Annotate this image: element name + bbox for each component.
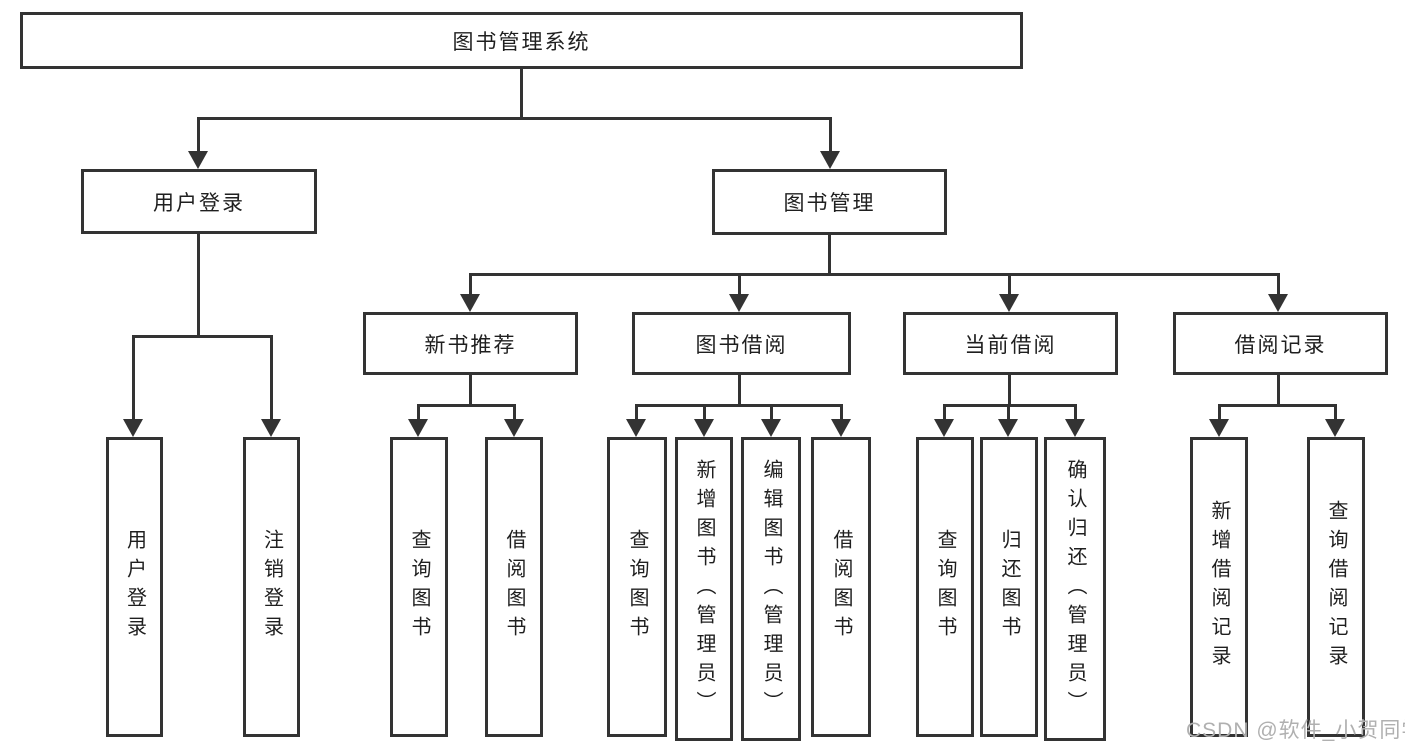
arrowhead-icon	[998, 419, 1018, 437]
leaf-borrow-books-label: 借阅图书	[830, 529, 852, 645]
leaf-return-books: 归还图书	[980, 437, 1038, 737]
connector-line	[1007, 404, 1010, 422]
leaf-user-login: 用户登录	[106, 437, 163, 737]
leaf-query-books-borrow: 查询图书	[607, 437, 667, 737]
arrowhead-icon	[820, 151, 840, 169]
connector-line	[635, 404, 638, 422]
leaf-borrow-books: 借阅图书	[811, 437, 871, 737]
connector-line	[197, 117, 832, 120]
connector-line	[1277, 375, 1280, 407]
connector-line	[1074, 404, 1077, 422]
leaf-borrow-books-recommend: 借阅图书	[485, 437, 543, 737]
connector-line	[943, 404, 1077, 407]
connector-line	[703, 404, 706, 422]
connector-line	[943, 404, 946, 422]
connector-line	[469, 273, 1280, 276]
connector-line	[1334, 404, 1337, 422]
node-book-borrow: 图书借阅	[632, 312, 851, 375]
arrowhead-icon	[729, 294, 749, 312]
arrowhead-icon	[626, 419, 646, 437]
connector-line	[828, 235, 831, 275]
connector-line	[738, 375, 741, 407]
node-borrow-records: 借阅记录	[1173, 312, 1388, 375]
arrowhead-icon	[694, 419, 714, 437]
leaf-return-books-label: 归还图书	[998, 529, 1020, 645]
connector-line	[417, 404, 420, 422]
arrowhead-icon	[1268, 294, 1288, 312]
leaf-edit-books-admin: 编辑图书（管理员）	[741, 437, 801, 741]
node-current-borrow-label: 当前借阅	[964, 333, 1057, 357]
leaf-logout: 注销登录	[243, 437, 300, 737]
node-root: 图书管理系统	[20, 12, 1023, 69]
connector-line	[1008, 273, 1011, 297]
connector-line	[829, 117, 832, 155]
connector-line	[132, 335, 135, 421]
arrowhead-icon	[460, 294, 480, 312]
leaf-add-books-admin-label: 新增图书（管理员）	[693, 458, 715, 720]
leaf-logout-label: 注销登录	[260, 529, 283, 645]
leaf-confirm-return-admin-label: 确认归还（管理员）	[1064, 458, 1086, 720]
leaf-add-borrow-record: 新增借阅记录	[1190, 437, 1248, 737]
leaf-user-login-label: 用户登录	[123, 529, 146, 645]
connector-line	[469, 375, 472, 407]
connector-line	[1218, 404, 1221, 422]
node-current-borrow: 当前借阅	[903, 312, 1118, 375]
connector-line	[520, 69, 523, 119]
node-new-book-recommend: 新书推荐	[363, 312, 578, 375]
connector-line	[197, 234, 200, 338]
node-root-label: 图书管理系统	[452, 30, 591, 54]
arrowhead-icon	[761, 419, 781, 437]
connector-line	[270, 335, 273, 421]
leaf-confirm-return-admin: 确认归还（管理员）	[1044, 437, 1106, 741]
leaf-add-borrow-record-label: 新增借阅记录	[1208, 500, 1230, 674]
leaf-query-borrow-record-label: 查询借阅记录	[1325, 500, 1347, 674]
node-new-book-recommend-label: 新书推荐	[424, 333, 517, 357]
arrowhead-icon	[408, 419, 428, 437]
arrowhead-icon	[999, 294, 1019, 312]
node-book-management-label: 图书管理	[783, 192, 876, 215]
connector-line	[469, 273, 472, 297]
arrowhead-icon	[934, 419, 954, 437]
node-user-login: 用户登录	[81, 169, 317, 234]
leaf-add-books-admin: 新增图书（管理员）	[675, 437, 733, 741]
arrowhead-icon	[188, 151, 208, 169]
leaf-query-books-current: 查询图书	[916, 437, 974, 737]
connector-line	[738, 273, 741, 297]
connector-line	[1008, 375, 1011, 407]
arrowhead-icon	[831, 419, 851, 437]
connector-line	[1218, 404, 1337, 407]
leaf-query-books-recommend-label: 查询图书	[408, 529, 430, 645]
connector-line	[635, 404, 843, 407]
arrowhead-icon	[504, 419, 524, 437]
leaf-borrow-books-recommend-label: 借阅图书	[503, 529, 525, 645]
connector-line	[770, 404, 773, 422]
connector-line	[197, 117, 200, 155]
leaf-query-borrow-record: 查询借阅记录	[1307, 437, 1365, 737]
leaf-query-books-borrow-label: 查询图书	[626, 529, 648, 645]
connector-line	[513, 404, 516, 422]
arrowhead-icon	[1209, 419, 1229, 437]
arrowhead-icon	[261, 419, 281, 437]
arrowhead-icon	[1065, 419, 1085, 437]
connector-line	[1277, 273, 1280, 297]
node-user-login-label: 用户登录	[153, 191, 245, 215]
leaf-query-books-recommend: 查询图书	[390, 437, 448, 737]
node-borrow-records-label: 借阅记录	[1234, 333, 1327, 357]
connector-line	[132, 335, 273, 338]
arrowhead-icon	[1325, 419, 1345, 437]
node-book-borrow-label: 图书借阅	[695, 333, 788, 357]
connector-line	[840, 404, 843, 422]
node-book-management: 图书管理	[712, 169, 947, 235]
leaf-edit-books-admin-label: 编辑图书（管理员）	[760, 458, 782, 720]
connector-line	[417, 404, 516, 407]
csdn-watermark: CSDN @软件_小贺同学	[1186, 719, 1405, 742]
leaf-query-books-current-label: 查询图书	[934, 529, 956, 645]
arrowhead-icon	[123, 419, 143, 437]
